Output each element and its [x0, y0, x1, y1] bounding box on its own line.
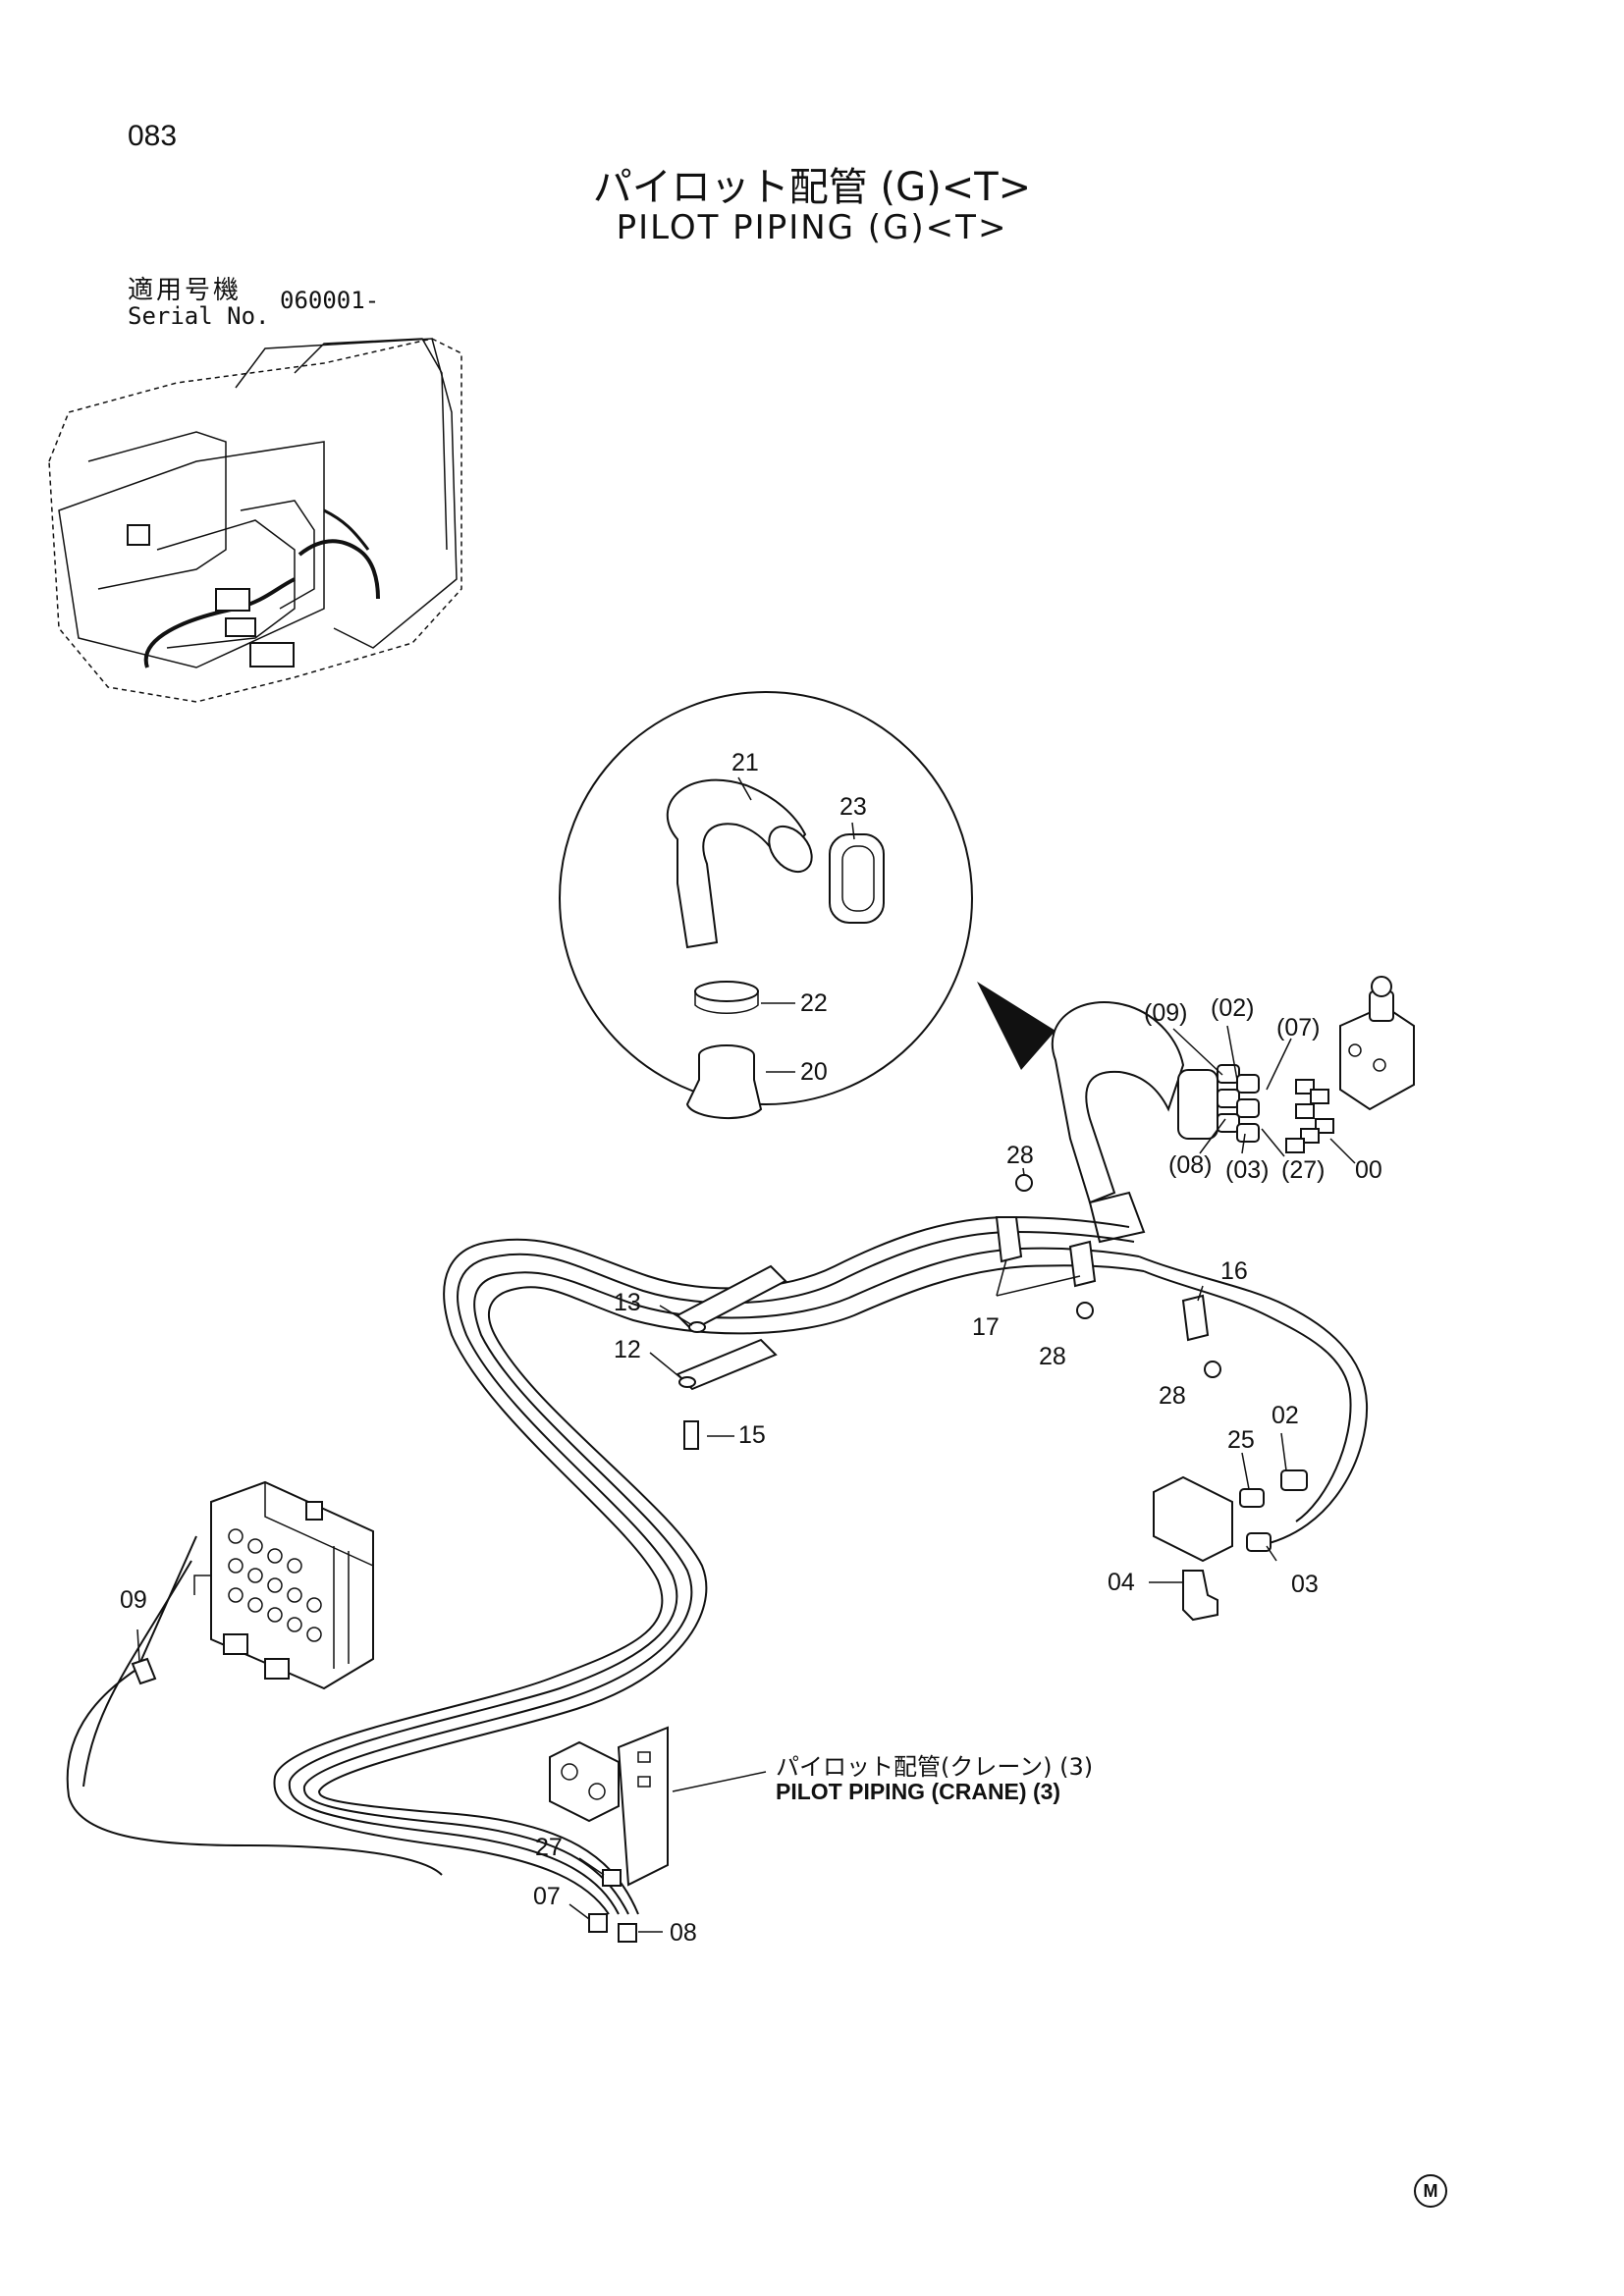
- label-28-right: 28: [1159, 1382, 1186, 1410]
- label-27: 27: [535, 1834, 563, 1861]
- crane-pilot-valve: [549, 1726, 669, 1943]
- control-valve-ports: [228, 1528, 322, 1642]
- fitting-09: [131, 1657, 157, 1685]
- fitting-08: [618, 1923, 637, 1943]
- bolt-28b: [1076, 1302, 1094, 1319]
- clamps-brackets: [676, 1174, 1221, 1450]
- label-03-paren: (03): [1225, 1156, 1269, 1184]
- label-00: 00: [1355, 1156, 1382, 1184]
- label-28-middle: 28: [1039, 1343, 1066, 1370]
- control-valve-09: [131, 1480, 374, 1690]
- clamp-17b: [1068, 1240, 1097, 1288]
- hose-fitting-bundle: [1217, 1064, 1260, 1143]
- part-04: [1182, 1570, 1218, 1622]
- label-03: 03: [1291, 1571, 1319, 1598]
- label-07-paren: (07): [1276, 1014, 1320, 1041]
- label-22: 22: [800, 989, 828, 1017]
- serial-label-english: Serial No.: [128, 302, 270, 330]
- valve-block-25: [1153, 1469, 1308, 1622]
- label-08: 08: [670, 1919, 697, 1947]
- bolt-15: [683, 1420, 699, 1450]
- detail-view-circle: [559, 691, 1056, 1120]
- clamp-17a: [995, 1216, 1023, 1263]
- label-09: 09: [120, 1586, 147, 1614]
- page-title-english: PILOT PIPING (G)<T>: [616, 208, 1008, 247]
- fitting-07: [588, 1913, 608, 1933]
- label-27-paren: (27): [1281, 1156, 1325, 1184]
- detail-pointer-arrow: [977, 982, 1056, 1070]
- reference-label-english: PILOT PIPING (CRANE) (3): [776, 1779, 1061, 1804]
- fitting-cluster-00: [1285, 1079, 1334, 1153]
- label-12: 12: [614, 1336, 641, 1363]
- machine-overview-sketch: [48, 338, 462, 703]
- serial-label-japanese: 適用号機: [128, 276, 243, 305]
- fitting-27: [602, 1869, 622, 1887]
- bracket-13: [676, 1264, 787, 1332]
- label-28-top: 28: [1006, 1142, 1034, 1169]
- label-09-paren: (09): [1144, 999, 1187, 1027]
- bolt-28a: [1015, 1174, 1033, 1192]
- label-17: 17: [972, 1313, 1000, 1341]
- label-16: 16: [1220, 1257, 1248, 1285]
- label-25: 25: [1227, 1426, 1255, 1454]
- leader-lines: [136, 776, 1356, 1933]
- label-02: 02: [1272, 1402, 1299, 1429]
- page-number: 083: [128, 120, 178, 152]
- page-title-japanese: パイロット配管 (G)<T>: [592, 165, 1032, 210]
- pilot-valve-assembly: [1051, 976, 1415, 1244]
- label-04: 04: [1108, 1569, 1135, 1596]
- pilot-valve-body: [1339, 976, 1415, 1111]
- label-15: 15: [738, 1421, 766, 1449]
- label-13: 13: [614, 1289, 641, 1316]
- label-23: 23: [839, 793, 867, 821]
- part-number-labels: 21 23 22 20 (09) (02) (07) 00 (08) (03) …: [120, 749, 1382, 1947]
- clamp-16: [1181, 1294, 1210, 1342]
- bolt-28c: [1204, 1361, 1221, 1378]
- label-20: 20: [800, 1058, 828, 1086]
- serial-number-value: 060001-: [280, 287, 380, 314]
- label-07: 07: [533, 1883, 561, 1910]
- pilot-pipe-routing: [66, 1215, 1369, 1915]
- label-02-paren: (02): [1211, 994, 1254, 1022]
- corner-mark: M: [1414, 2174, 1447, 2208]
- label-08-paren: (08): [1168, 1151, 1212, 1179]
- label-21: 21: [731, 749, 759, 776]
- reference-label-japanese: パイロット配管(クレーン) (3): [776, 1753, 1094, 1781]
